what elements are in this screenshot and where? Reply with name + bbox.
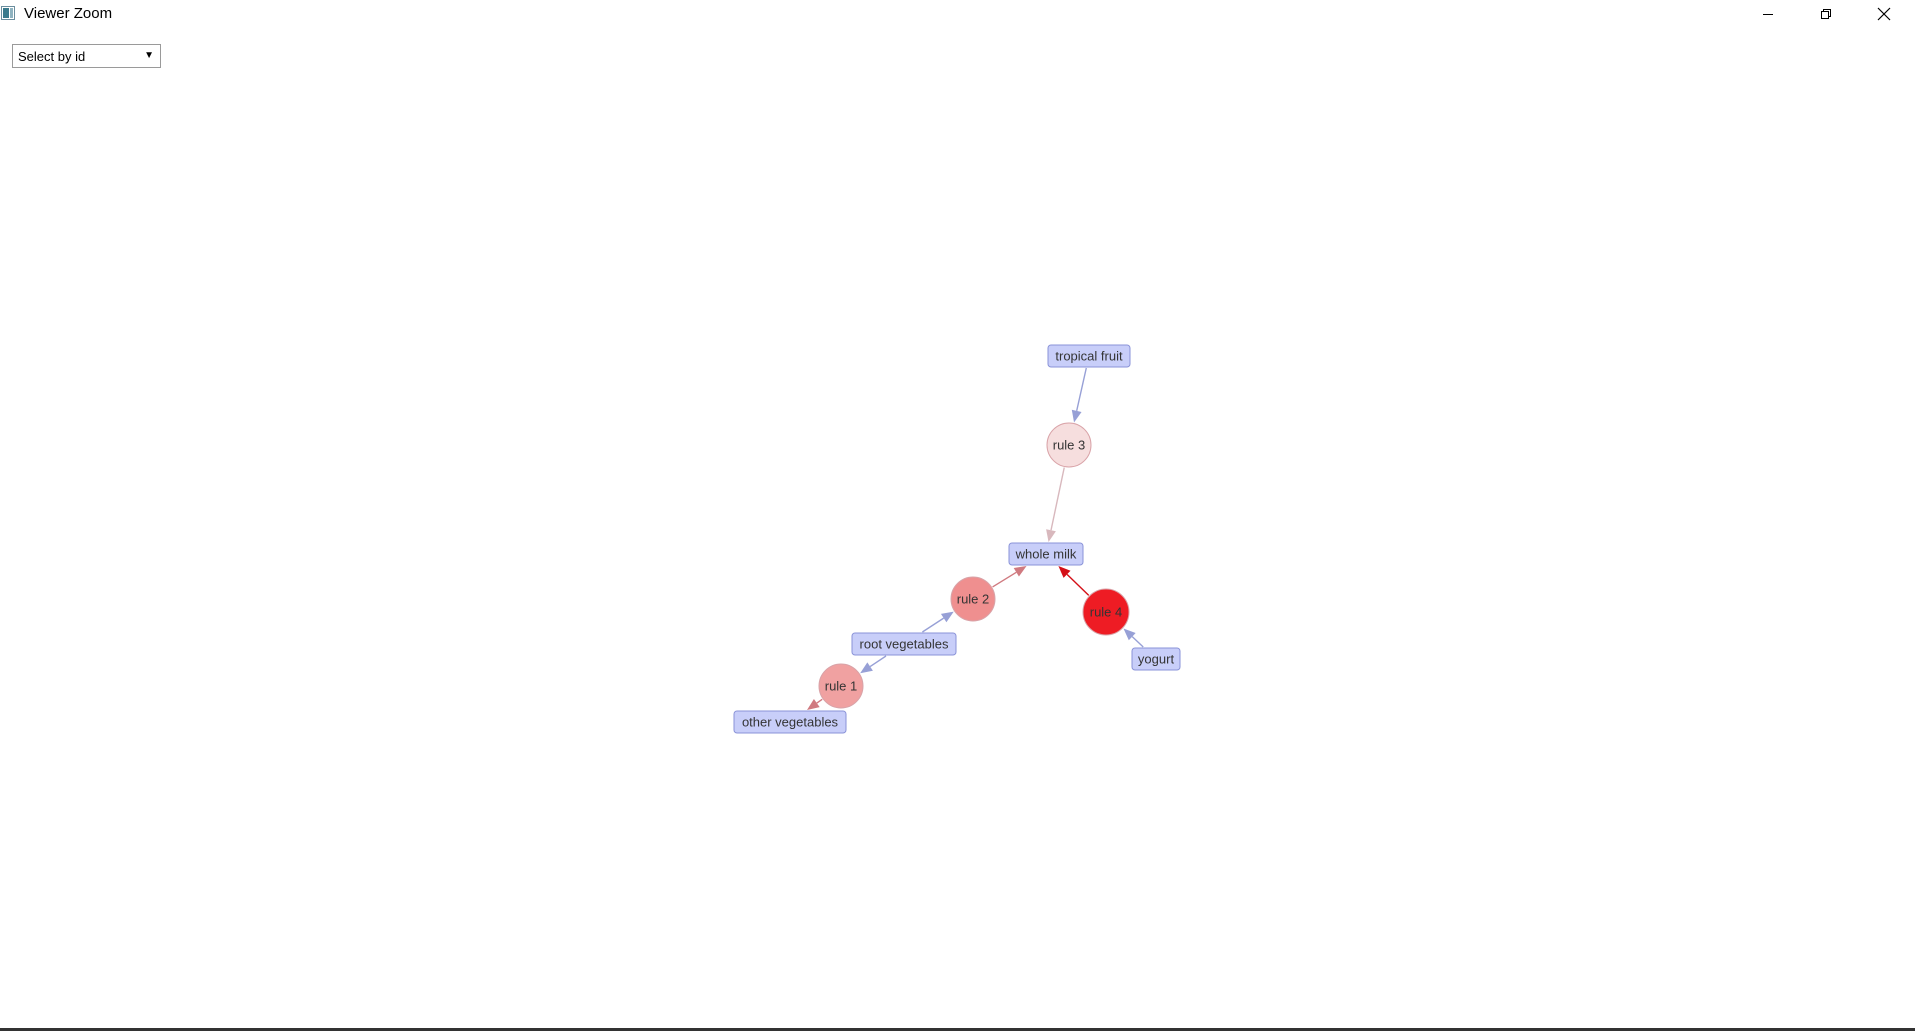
dropdown-arrow-icon: ▼ bbox=[144, 50, 154, 61]
select-label: Select by id bbox=[18, 49, 86, 64]
minimize-icon bbox=[1763, 14, 1773, 15]
arrowhead bbox=[1123, 628, 1136, 641]
edge-line bbox=[922, 617, 945, 633]
node-root-vegetables[interactable]: root vegetables bbox=[851, 632, 957, 656]
arrowhead bbox=[1071, 409, 1082, 423]
arrowhead bbox=[1046, 529, 1056, 542]
node-yogurt[interactable]: yogurt bbox=[1131, 647, 1181, 671]
node-label: yogurt bbox=[1138, 652, 1175, 667]
rule-node-circle bbox=[1082, 588, 1130, 636]
arrowhead bbox=[1013, 566, 1027, 577]
node-label: rule 3 bbox=[1053, 438, 1086, 453]
item-node-box bbox=[1131, 647, 1181, 671]
edge-line bbox=[1075, 367, 1087, 412]
edge-line bbox=[1050, 467, 1065, 531]
node-label: rule 4 bbox=[1090, 605, 1123, 620]
edge-line bbox=[869, 655, 887, 668]
arrowhead bbox=[807, 698, 820, 710]
node-label: root vegetables bbox=[860, 637, 949, 652]
rule-node-circle bbox=[950, 576, 996, 622]
node-rule-2[interactable]: rule 2 bbox=[950, 576, 996, 622]
node-label: rule 2 bbox=[957, 592, 990, 607]
edge-root-vegetables-to-rule-2 bbox=[922, 611, 954, 633]
item-node-box bbox=[733, 710, 847, 734]
edge-rule-2-to-whole-milk bbox=[992, 566, 1027, 588]
edge-tropical-fruit-to-rule-3 bbox=[1071, 367, 1087, 423]
node-rule-1[interactable]: rule 1 bbox=[818, 663, 864, 709]
node-other-vegetables[interactable]: other vegetables bbox=[733, 710, 847, 734]
maximize-button[interactable] bbox=[1798, 0, 1854, 28]
item-node-box bbox=[851, 632, 957, 656]
rule-node-circle bbox=[1046, 422, 1092, 468]
select-by-id-dropdown[interactable]: Select by id ▼ bbox=[12, 44, 161, 68]
item-node-box bbox=[1047, 344, 1131, 368]
edge-line bbox=[1131, 636, 1144, 648]
edge-yogurt-to-rule-4 bbox=[1123, 628, 1144, 648]
edge-layer bbox=[807, 367, 1144, 710]
minimize-button[interactable] bbox=[1740, 0, 1796, 28]
node-label: whole milk bbox=[1015, 547, 1077, 562]
node-layer: tropical fruit rule 3 whole milk rule 2 rule… bbox=[733, 344, 1181, 734]
title-bar[interactable]: Viewer Zoom bbox=[0, 0, 1915, 28]
arrowhead bbox=[860, 662, 873, 674]
node-label: tropical fruit bbox=[1055, 349, 1123, 364]
node-whole-milk[interactable]: whole milk bbox=[1008, 542, 1084, 566]
close-button[interactable] bbox=[1856, 0, 1912, 28]
arrowhead bbox=[940, 611, 954, 623]
restore-icon bbox=[1821, 9, 1831, 19]
node-rule-3[interactable]: rule 3 bbox=[1046, 422, 1092, 468]
bottom-border bbox=[0, 1028, 1915, 1031]
edge-rule-3-to-whole-milk bbox=[1046, 467, 1065, 542]
edge-rule-4-to-whole-milk bbox=[1058, 566, 1090, 596]
rule-node-circle bbox=[818, 663, 864, 709]
window-title: Viewer Zoom bbox=[24, 5, 113, 22]
item-node-box bbox=[1008, 542, 1084, 566]
node-tropical-fruit[interactable]: tropical fruit bbox=[1047, 344, 1131, 368]
edge-root-vegetables-to-rule-1 bbox=[860, 655, 887, 674]
edge-line bbox=[816, 698, 823, 704]
arrowhead bbox=[1058, 566, 1071, 578]
app-icon bbox=[1, 6, 15, 20]
close-icon bbox=[1877, 7, 1891, 21]
edge-line bbox=[1066, 573, 1090, 596]
edge-line bbox=[992, 571, 1017, 588]
node-label: other vegetables bbox=[742, 715, 839, 730]
node-label: rule 1 bbox=[825, 679, 858, 694]
node-rule-4[interactable]: rule 4 bbox=[1082, 588, 1130, 636]
edge-rule-1-to-other-vegetables bbox=[807, 698, 823, 710]
